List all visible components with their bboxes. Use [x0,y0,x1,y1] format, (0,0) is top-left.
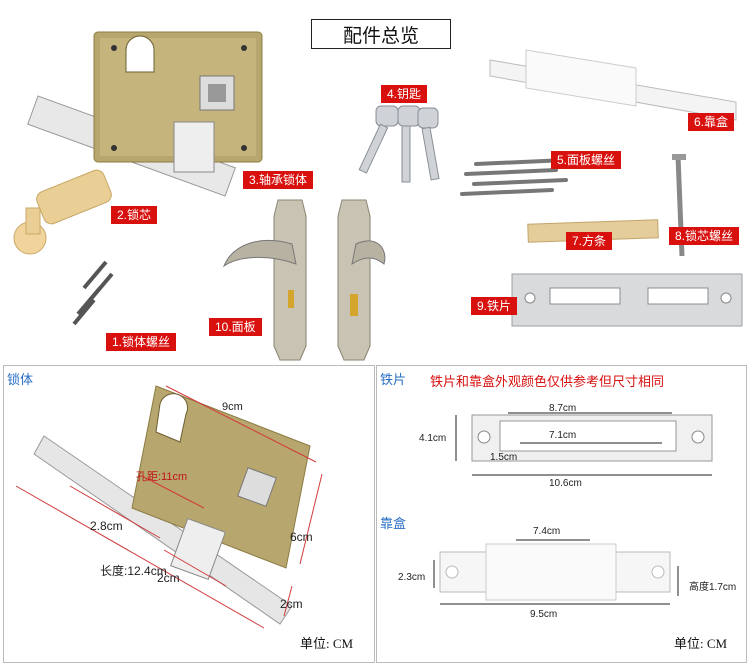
lock-body-screws-image [72,260,114,326]
lock-body-length-label: 长度:12.4cm [100,564,167,578]
part-label-keys: 4.钥匙 [381,85,428,103]
strike-plate-dimension-drawing [455,412,713,476]
lock-body-unit-label: 单位: CM [300,636,354,651]
part-label-spindle: 7.方条 [566,232,613,250]
plate-71-label: 7.1cm [549,430,577,441]
page-title: 配件总览 [311,19,451,49]
lock-body-image [27,31,263,197]
plate-87-label: 8.7cm [549,403,577,414]
box-section-title: 靠盒 [380,516,407,531]
part-label-cylinder: 2.锁芯 [111,206,158,224]
part-label-lock-body: 3.轴承锁体 [243,171,314,189]
box-23-label: 2.3cm [398,572,426,583]
lock-body-28-label: 2.8cm [90,519,123,533]
plate-106-label: 10.6cm [549,478,582,489]
part-label-panel-screws: 5.面板螺丝 [551,151,622,169]
lock-body-height-label: 6cm [290,530,313,544]
part-label-strike-box: 6.靠盒 [688,113,735,131]
part-label-cylinder-screw: 8.锁芯螺丝 [669,227,740,245]
box-74-label: 7.4cm [533,526,561,537]
lock-body-dimension-drawing [15,385,323,629]
part-label-strike-plate: 9.铁片 [471,297,518,315]
part-label-body-screws: 1.锁体螺丝 [106,333,177,351]
lock-body-2cm-b-label: 2cm [280,597,303,611]
plate-41-label: 4.1cm [419,433,447,444]
box-95-label: 9.5cm [530,609,558,620]
strike-box-dimension-drawing [433,539,679,605]
lock-body-2cm-label: 2cm [157,571,180,585]
strike-box-image [489,49,737,121]
box-17-label: 高度1.7cm [689,582,737,593]
plate-section-title: 铁片 [380,372,407,387]
box-unit-label: 单位: CM [674,636,728,651]
lock-cylinder-image [13,169,112,255]
lock-body-section-title: 锁体 [7,372,34,387]
part-label-panels: 10.面板 [209,318,262,336]
plate-box-panel [376,365,747,663]
plate-color-note: 铁片和靠盒外观颜色仅供参考但尺寸相同 [430,374,665,389]
keys-image [358,105,440,183]
cylinder-screw-image [672,154,686,257]
strike-plate-image [511,273,743,327]
lock-body-width-label: 9cm [222,401,243,413]
lock-body-hole-label: 孔距:11cm [136,471,188,483]
plate-15-label: 1.5cm [490,452,518,463]
lock-body-panel [3,365,375,663]
handle-panels-image [222,199,386,361]
